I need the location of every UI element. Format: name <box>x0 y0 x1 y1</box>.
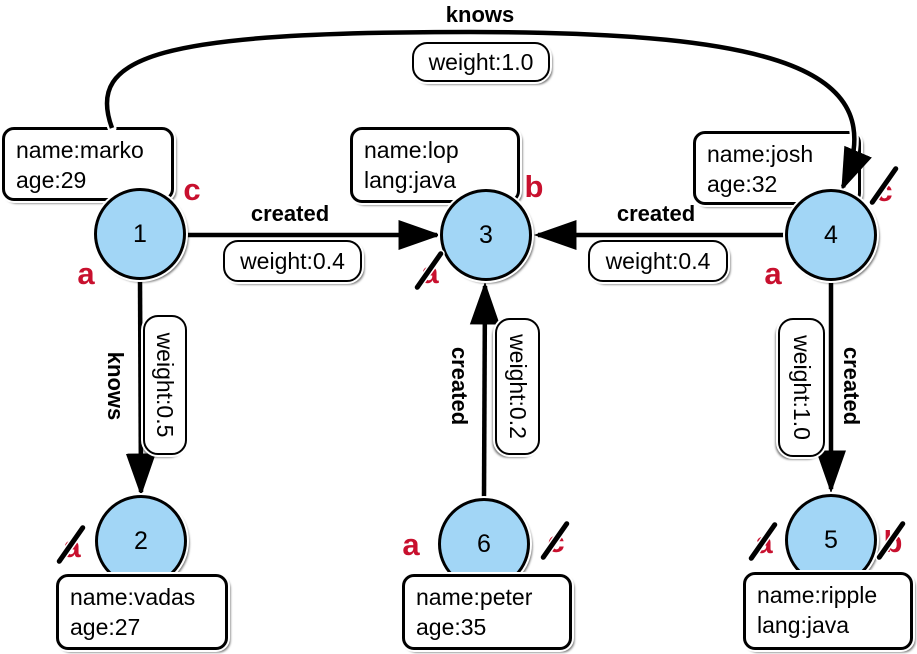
weight-box-knows-1-4: weight:1.0 <box>412 42 550 82</box>
prop-line: name:josh <box>707 141 814 167</box>
vertex-4: 4 <box>785 189 877 281</box>
vertex-id: 6 <box>477 529 491 558</box>
edge-created-6-3 <box>469 281 500 498</box>
prop-line: age:29 <box>16 167 87 193</box>
weight-label: weight:1.0 <box>789 335 815 440</box>
edge-label-created-1-3: created <box>250 201 330 226</box>
weight-box-created-6-3: weight:0.2 <box>495 318 540 455</box>
edge-label-knows-1-2: knows <box>103 351 128 421</box>
weight-box-knows-1-2: weight:0.5 <box>143 315 187 455</box>
vertex-1: 1 <box>94 188 186 280</box>
edge-label-created-4-3: created <box>616 201 696 226</box>
step-label-a-vertex-6: a <box>402 527 420 562</box>
edge-label-knows-1-4: knows <box>445 2 515 27</box>
weight-label: weight:0.5 <box>152 332 179 438</box>
prop-line: lang:java <box>757 612 850 638</box>
vertex-id: 3 <box>479 220 493 249</box>
edge-knows-1-2 <box>125 280 156 497</box>
vertex-3: 3 <box>440 189 532 281</box>
weight-box-created-4-5: weight:1.0 <box>778 318 825 457</box>
vertex-id: 5 <box>824 525 838 554</box>
step-label-b-vertex-3: b <box>524 169 544 204</box>
step-label-a-vertex-4: a <box>764 256 782 291</box>
prop-line: age:27 <box>70 614 141 640</box>
vertex-id: 4 <box>824 220 838 249</box>
edge-label-created-6-3: created <box>447 346 472 426</box>
vertex-id: 2 <box>134 526 148 555</box>
vertex-2: 2 <box>95 495 187 587</box>
weight-label: weight:0.4 <box>240 247 345 274</box>
vertex-id: 1 <box>133 219 147 248</box>
props-vertex-5: name:ripple lang:java <box>743 572 913 650</box>
edge-label-created-4-5: created <box>839 346 864 426</box>
weight-label: weight:0.2 <box>505 334 531 439</box>
prop-line: name:marko <box>16 137 144 163</box>
step-label-a-vertex-1: a <box>77 256 95 291</box>
step-label-c-vertex-1: c <box>183 172 201 207</box>
weight-box-created-4-3: weight:0.4 <box>588 240 728 282</box>
prop-line: name:lop <box>364 137 459 163</box>
weight-box-created-1-3: weight:0.4 <box>223 240 362 282</box>
prop-line: name:vadas <box>70 584 196 610</box>
prop-line: name:peter <box>416 584 533 610</box>
prop-line: name:ripple <box>757 582 878 608</box>
weight-label: weight:0.4 <box>605 247 711 274</box>
prop-line: age:35 <box>416 614 487 640</box>
weight-label: weight:1.0 <box>428 48 534 75</box>
props-vertex-2: name:vadas age:27 <box>56 574 228 650</box>
props-vertex-6: name:peter age:35 <box>402 574 572 650</box>
